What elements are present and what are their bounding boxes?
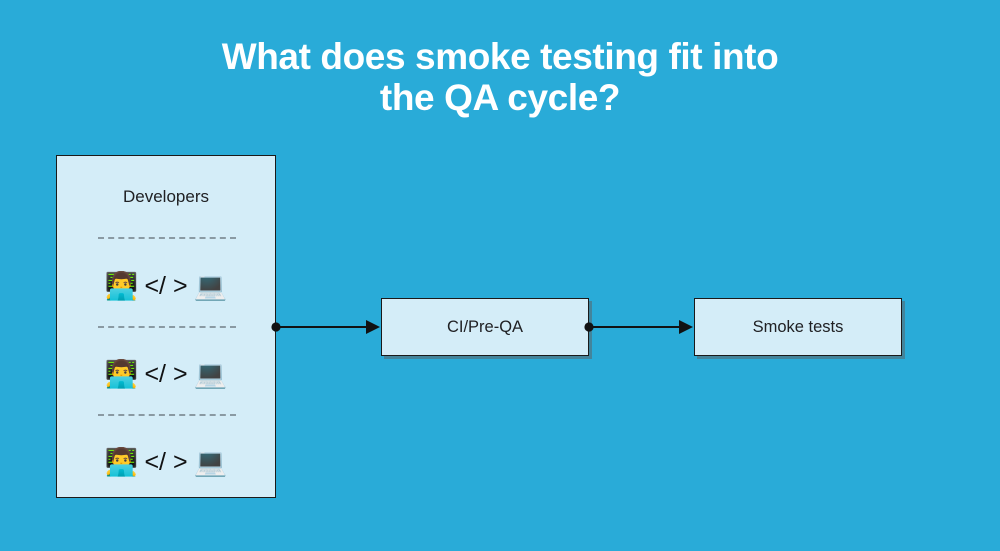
code-tag-text: </ >: [144, 359, 188, 388]
laptop-emoji: 💻: [193, 270, 228, 302]
node-ci-pre-qa[interactable]: CI/Pre-QA: [381, 298, 589, 356]
page-title-line-2: the QA cycle?: [379, 77, 621, 119]
node-ci-pre-qa-label: CI/Pre-QA: [446, 317, 524, 336]
developers-divider-1: [98, 237, 236, 239]
code-tag-text: </ >: [144, 447, 188, 476]
developer-row[interactable]: 👨‍💻 </ > 💻: [57, 437, 275, 487]
laptop-emoji: 💻: [193, 446, 228, 478]
node-developers-label: Developers: [123, 187, 209, 206]
node-developers[interactable]: Developers 👨‍💻 </ > 💻 👨‍💻 </ > 💻 👨‍💻 </ …: [56, 155, 276, 498]
edge-developers-to-ci: [271, 320, 380, 334]
developer-row[interactable]: 👨‍💻 </ > 💻: [57, 349, 275, 399]
page-title-line-1: What does smoke testing fit into: [221, 36, 779, 77]
technologist-emoji: 👨‍💻: [104, 358, 139, 390]
technologist-emoji: 👨‍💻: [104, 270, 139, 302]
code-tag-text: </ >: [144, 271, 188, 300]
technologist-emoji: 👨‍💻: [104, 446, 139, 478]
edge-ci-to-smoke: [584, 320, 693, 334]
developer-row[interactable]: 👨‍💻 </ > 💻: [57, 261, 275, 311]
page-title: What does smoke testing fit into the QA …: [0, 36, 1000, 119]
developers-divider-3: [98, 414, 236, 416]
laptop-emoji: 💻: [193, 358, 228, 390]
developers-divider-2: [98, 326, 236, 328]
node-smoke-tests-label: Smoke tests: [752, 317, 844, 336]
node-smoke-tests[interactable]: Smoke tests: [694, 298, 902, 356]
